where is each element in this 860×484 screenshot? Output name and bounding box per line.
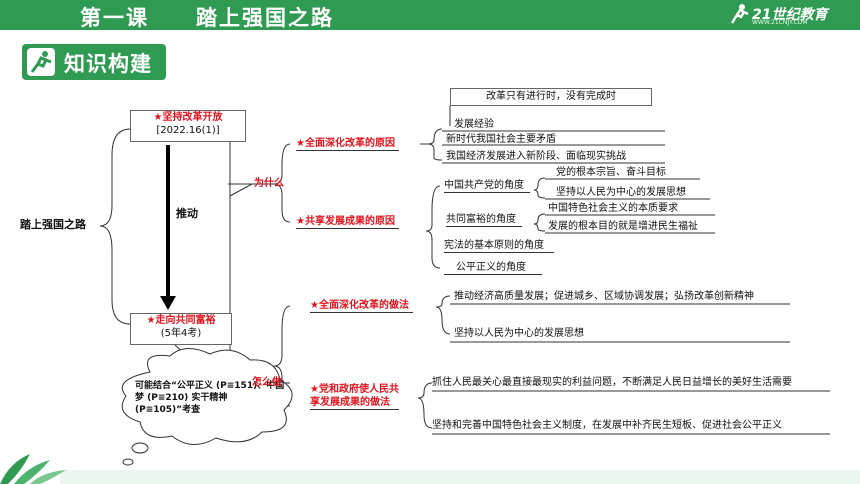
why-label: 为什么	[254, 178, 284, 189]
party-angle: 中国共产党的角度	[444, 180, 530, 193]
node-reform-open: ★坚持改革开放 [2022.16(1)]	[130, 110, 246, 142]
arrow-label: 推动	[176, 207, 198, 220]
how-reform-item-1: 推动经济高质量发展；促进城乡、区域协调发展；弘扬改革创新精神	[454, 291, 754, 302]
how-share-title-line1: ★党和政府使人民共	[310, 384, 399, 395]
runner-icon	[27, 48, 55, 76]
common-item-2: 发展的根本目的就是增进民生福祉	[548, 221, 698, 232]
how-share-item-1: 抓住人民最关心最直接最现实的利益问题，不断满足人民日益增长的美好生活需要	[432, 377, 792, 388]
how-label: 怎么做	[252, 377, 282, 388]
how-share-title: ★党和政府使人民共 享发展成果的做法	[310, 383, 399, 410]
how-share-title-line2: 享发展成果的做法	[310, 396, 399, 410]
root-node: 踏上强国之路	[20, 218, 86, 231]
node-reform-ref: [2022.16(1)]	[156, 125, 220, 136]
node-common-prosperity: ★走向共同富裕 (5年4考)	[130, 313, 232, 345]
why-reform-item-3: 我国经济发展进入新阶段、面临现实挑战	[446, 151, 626, 162]
logo-subtext: WWW.21CNJY.COM	[752, 19, 808, 26]
section-badge: 知识构建	[22, 44, 166, 80]
section-title: 知识构建	[64, 52, 152, 76]
how-reform-item-2: 坚持以人民为中心的发展思想	[454, 328, 584, 339]
callout-box: 改革只有进行时，没有完成时	[450, 88, 652, 106]
node-common-ref: (5年4考)	[160, 328, 202, 339]
lesson-number: 第一课	[80, 6, 149, 30]
plant-decoration-icon	[0, 454, 66, 484]
lesson-title: 踏上强国之路	[196, 6, 334, 30]
how-share-item-2: 坚持和完善中国特色社会主义制度，在发展中补齐民生短板、促进社会公平正义	[432, 420, 782, 431]
brand-logo: 21世纪教育 WWW.21CNJY.COM	[728, 3, 828, 27]
constitution-angle: 宪法的基本原则的角度	[444, 240, 554, 253]
node-common-title: ★走向共同富裕	[146, 315, 216, 326]
cloud-note: 可能结合“公平正义 (P≡151)、中国梦 (P≡210) 实干精神 (P≡10…	[135, 381, 285, 415]
why-reform-item-1: 发展经验	[454, 119, 494, 130]
header-bar: 第一课 踏上强国之路 21世纪教育 WWW.21CNJY.COM	[0, 0, 860, 30]
how-reform-title: ★全面深化改革的做法	[310, 300, 413, 313]
party-item-2: 坚持以人民为中心的发展思想	[556, 187, 686, 198]
why-share-title: ★共享发展成果的原因	[296, 216, 399, 229]
callout-text: 改革只有进行时，没有完成时	[486, 91, 616, 102]
common-angle: 共同富裕的角度	[446, 214, 522, 227]
logo-text: 21世纪教育	[752, 7, 828, 23]
justice-angle: 公平正义的角度	[444, 262, 542, 275]
node-reform-title: ★坚持改革开放	[153, 112, 223, 123]
why-reform-item-2: 新时代我国社会主要矛盾	[446, 134, 556, 145]
party-item-1: 党的根本宗旨、奋斗目标	[556, 167, 666, 178]
common-item-1: 中国特色社会主义的本质要求	[548, 203, 678, 214]
bottom-band	[60, 470, 860, 484]
runner-logo-icon	[730, 4, 749, 24]
why-reform-title: ★全面深化改革的原因	[296, 138, 399, 151]
